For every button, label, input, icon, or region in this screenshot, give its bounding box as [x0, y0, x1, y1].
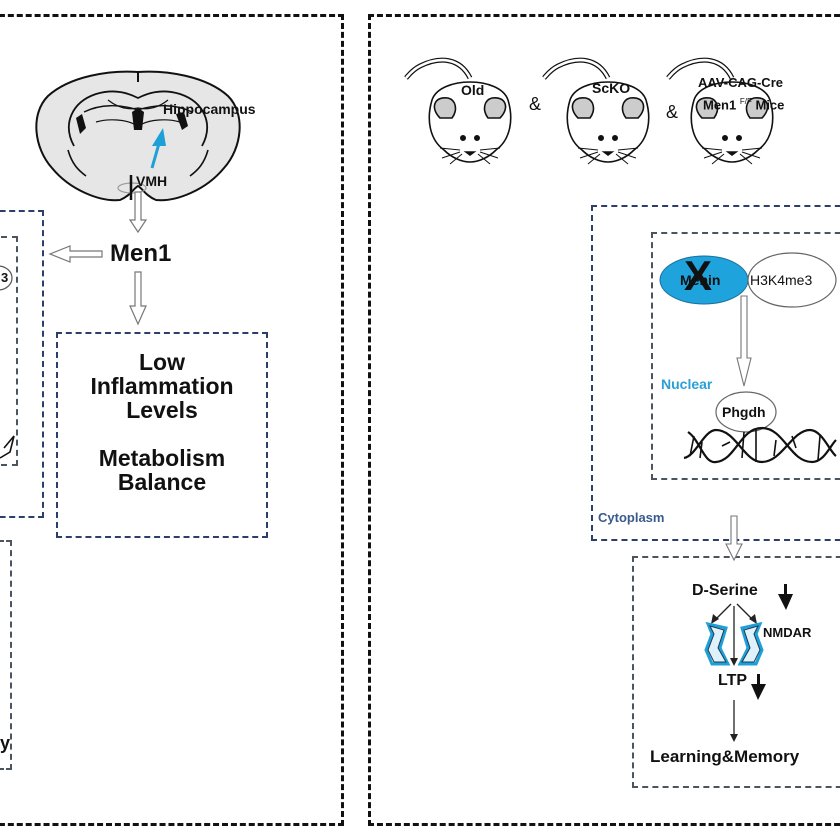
- outcome-line-metabolism: Metabolism: [98, 445, 226, 471]
- floxed-superscript: F/F: [739, 97, 752, 106]
- mouse-sckko-icon: [542, 57, 650, 165]
- brain-icon: [35, 70, 241, 202]
- hollow-arrow-down-icon: [128, 191, 148, 234]
- mouse-old-icon: [404, 57, 512, 165]
- brain-ventricle-mid: [132, 108, 144, 130]
- mouse-aav-label-line1: AAV-CAG-Cre: [698, 75, 783, 90]
- dna-helix-icon: [683, 426, 837, 464]
- left-panel: [0, 14, 344, 826]
- menin-label: Menin: [680, 272, 721, 288]
- mouse-aav-label-line2: Men1 F/F Mice: [703, 97, 784, 112]
- vmh-label: VMH: [136, 173, 168, 189]
- learning-memory-label: Learning&Memory: [650, 747, 800, 766]
- knockout-x-icon: X: [684, 252, 713, 299]
- nmdar-label: NMDAR: [763, 625, 812, 640]
- arrowhead-mid: [730, 658, 738, 666]
- outcome-line-low: Low: [139, 349, 185, 375]
- hollow-arrow-nucleus-icon: [736, 295, 752, 387]
- hollow-arrow-cytoplasm-icon: [725, 515, 743, 562]
- cropped-circle-text: 3: [1, 270, 9, 285]
- h3k4me3-label: H3K4me3: [750, 272, 813, 288]
- brain-ventricle-left: [76, 114, 86, 134]
- phgdh-ellipse: [715, 391, 777, 433]
- mice-word: Mice: [755, 97, 785, 113]
- cytoplasm-box: [591, 205, 840, 541]
- cropped-bottom-text: y: [0, 733, 11, 753]
- cropped-circle: [0, 265, 13, 291]
- h3k4me3-ellipse: [747, 252, 837, 308]
- mouse-old-label: Old: [461, 82, 485, 98]
- ampersand-1: &: [529, 94, 542, 114]
- nuclear-label: Nuclear: [661, 376, 713, 392]
- right-panel: [368, 14, 840, 826]
- hippocampus-label: Hippocampus: [163, 101, 256, 117]
- outcome-line-inflammation: Inflammation: [90, 373, 234, 399]
- brain-ventricle-right: [176, 112, 188, 130]
- outcome-line-levels: Levels: [126, 397, 198, 423]
- cytoplasm-label: Cytoplasm: [598, 510, 665, 525]
- arrowhead-left: [711, 614, 719, 624]
- hollow-arrow-left-icon: [48, 245, 103, 263]
- outcome-box: [56, 332, 268, 538]
- men1-genotype: Men1: [703, 97, 737, 113]
- down-arrow-ltp-icon: [751, 674, 766, 700]
- down-arrow-dserine-icon: [778, 584, 793, 610]
- cropped-squiggle: [0, 435, 15, 459]
- left-cropped-box-inner: [0, 236, 18, 466]
- mouse-sckko-label: ScKO: [592, 80, 631, 96]
- branch-arrows: [714, 603, 754, 660]
- left-cropped-box-bottom: [0, 540, 12, 770]
- ltp-to-memory-arrowhead: [730, 734, 738, 742]
- dserine-label: D-Serine: [692, 582, 758, 599]
- arrowhead-right: [749, 614, 757, 624]
- outcome-text: Low Inflammation Levels Metabolism Balan…: [56, 350, 268, 494]
- hollow-arrow-down-icon-2: [129, 271, 147, 326]
- mouse-aav-icon: [666, 57, 774, 165]
- outcome-line-balance: Balance: [117, 469, 207, 495]
- men1-label: Men1: [110, 240, 172, 267]
- left-cropped-box-outer: [0, 210, 44, 518]
- ampersand-2: &: [666, 102, 679, 122]
- ltp-label: LTP: [718, 672, 748, 689]
- nucleus-box: [651, 232, 840, 480]
- blue-arrow-icon: [150, 128, 166, 169]
- phgdh-label: Phgdh: [722, 404, 766, 420]
